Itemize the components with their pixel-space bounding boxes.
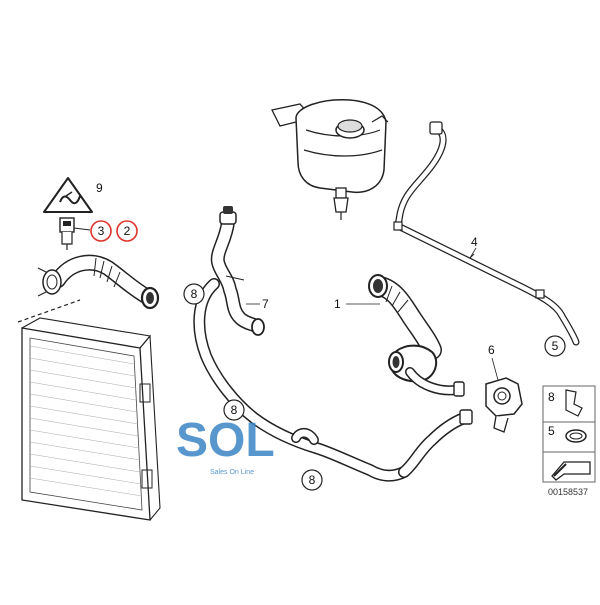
callout-2-circle: 2 [116,220,138,242]
callout-8a-circle: 8 [183,283,205,305]
legend-item-5: 5 [548,424,555,438]
callout-5: 5 [552,339,559,353]
callout-5-circle: 5 [544,335,566,357]
callout-3-circle: 3 [90,220,112,242]
callout-9: 9 [96,181,103,195]
callout-8b: 8 [231,403,238,417]
lower-radiator-hose [291,274,473,478]
highlight-ring-3 [90,220,112,242]
radiator [17,299,161,521]
callout-6: 6 [488,343,495,357]
vent-line [393,121,580,346]
legend-box: 8 5 [542,385,596,483]
callout-8a: 8 [191,287,198,301]
hose-clamp-icon [565,429,587,443]
reference-number: 00158537 [548,487,588,497]
temperature-sensor [59,217,91,250]
callout-1: 1 [334,297,341,311]
watermark-tagline: Sales On Line [210,469,254,476]
upper-radiator-hose [37,254,160,310]
callout-8c: 8 [309,473,316,487]
callout-8c-circle: 8 [301,469,323,491]
expansion-tank [271,99,389,220]
hose-clip-icon [565,389,583,417]
callout-3: 3 [98,224,105,238]
legend-item-8: 8 [548,390,555,404]
sol-watermark-logo: SOL Sales On Line [176,414,275,476]
callout-2: 2 [124,224,131,238]
center-hose [193,206,410,482]
warning-triangle-icon [43,177,93,213]
quick-connector [485,377,523,433]
highlight-ring-2 [116,220,138,242]
callout-4: 4 [471,235,478,249]
callout-7: 7 [262,297,269,311]
arrow-icon [551,461,591,481]
watermark-logo-text: SOL [176,414,275,467]
callout-8b-circle: 8 [223,399,245,421]
